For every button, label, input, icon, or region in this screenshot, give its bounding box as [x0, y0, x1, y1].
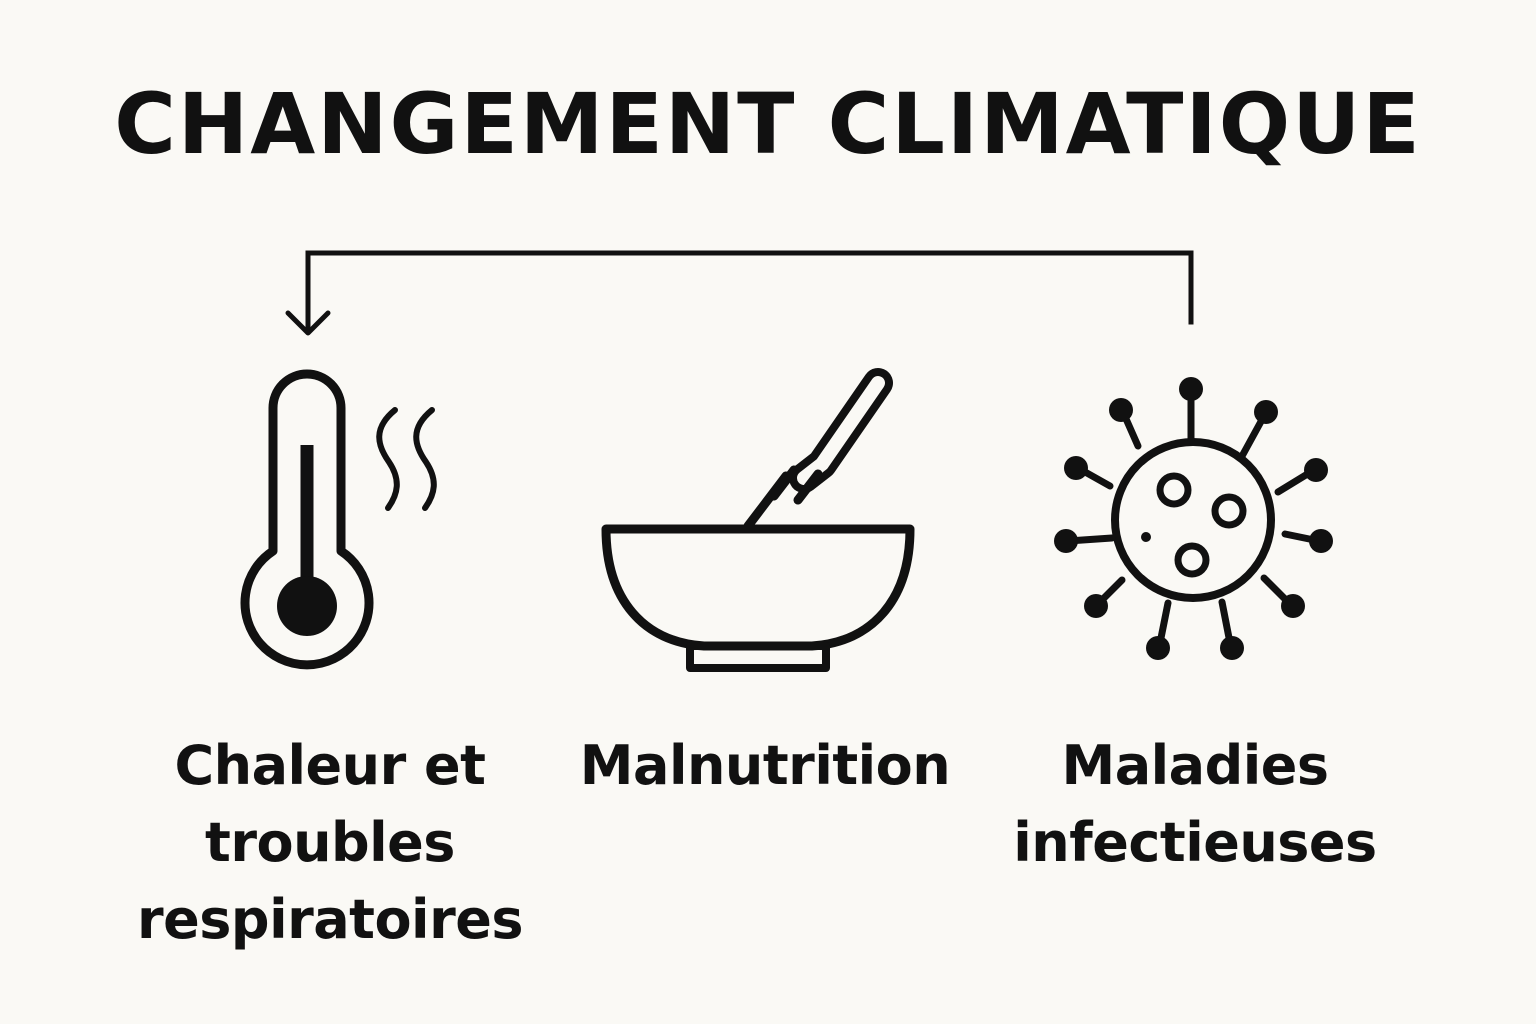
item-label-heat: Chaleur et troubles respiratoires	[60, 727, 600, 958]
item-label-line: Chaleur et	[174, 734, 486, 797]
bowl-spoon-icon	[601, 368, 915, 672]
thermometer-heat-icon	[240, 369, 437, 670]
item-label-line: Malnutrition	[579, 734, 951, 797]
item-label-malnutrition: Malnutrition	[515, 727, 1015, 804]
item-label-line: infectieuses	[1013, 811, 1377, 874]
diagram-title: CHANGEMENT CLIMATIQUE	[114, 75, 1422, 173]
virus-icon	[1054, 377, 1333, 660]
item-label-line: respiratoires	[137, 888, 523, 951]
item-label-line: troubles	[205, 811, 455, 874]
item-label-infectious: Maladies infectieuses	[955, 727, 1435, 881]
feedback-arrow	[285, 250, 1194, 336]
item-label-line: Maladies	[1061, 734, 1329, 797]
